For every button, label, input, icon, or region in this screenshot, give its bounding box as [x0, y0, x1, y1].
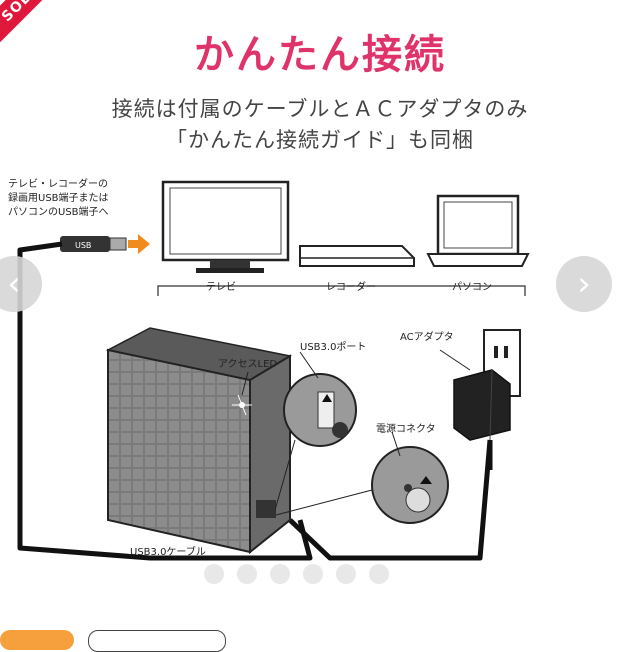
- secondary-action-button[interactable]: [88, 630, 226, 652]
- usb-note-line: 録画用USB端子または: [8, 193, 109, 204]
- tv-illustration: [161, 180, 290, 273]
- page-title: かんたん接続: [194, 32, 446, 78]
- arrow-icon: [322, 394, 332, 402]
- ac-adapter-illustration: [453, 329, 521, 470]
- chevron-left-icon: ‹: [7, 264, 21, 304]
- arrow-icon: [128, 234, 150, 254]
- subtitle-line-2: 「かんたん接続ガイド」も同梱: [166, 128, 474, 152]
- recorder-illustration: [299, 245, 415, 267]
- usb-port-zoom: [283, 373, 357, 447]
- power-connector-zoom: [371, 446, 449, 524]
- pc-illustration: [426, 194, 530, 267]
- svg-text:USB: USB: [75, 241, 91, 250]
- primary-action-button[interactable]: [0, 630, 74, 650]
- usb-connection-note: テレビ・レコーダーの 録画用USB端子または パソコンのUSB端子へ: [8, 178, 109, 220]
- carousel-dot[interactable]: [336, 564, 356, 584]
- carousel-dot[interactable]: [204, 564, 224, 584]
- usb-port-label: USB3.0ポート: [300, 342, 367, 353]
- arrow-icon: [420, 476, 432, 484]
- access-led-label: アクセスLED: [218, 359, 278, 370]
- carousel-dot[interactable]: [369, 564, 389, 584]
- usb-plug: USB: [60, 234, 150, 254]
- carousel-dot[interactable]: [270, 564, 290, 584]
- carousel-dot[interactable]: [237, 564, 257, 584]
- recorder-label: レコーダー: [326, 282, 376, 293]
- chevron-right-icon: ›: [577, 264, 591, 304]
- usb-cable-label: USB3.0ケーブル: [130, 547, 206, 558]
- hdd-illustration: [105, 327, 293, 555]
- ac-adapter-label: ACアダプタ: [400, 332, 454, 343]
- usb-note-line: パソコンのUSB端子へ: [8, 207, 109, 218]
- pc-label: パソコン: [452, 282, 492, 293]
- next-slide-button[interactable]: ›: [556, 256, 612, 312]
- usb-note-line: テレビ・レコーダーの: [8, 179, 108, 190]
- carousel-indicators: [204, 564, 389, 584]
- power-connector-label: 電源コネクタ: [376, 424, 436, 435]
- tv-label: テレビ: [206, 282, 236, 293]
- carousel-dot[interactable]: [303, 564, 323, 584]
- subtitle-line-1: 接続は付属のケーブルとＡＣアダプタのみ: [111, 97, 529, 121]
